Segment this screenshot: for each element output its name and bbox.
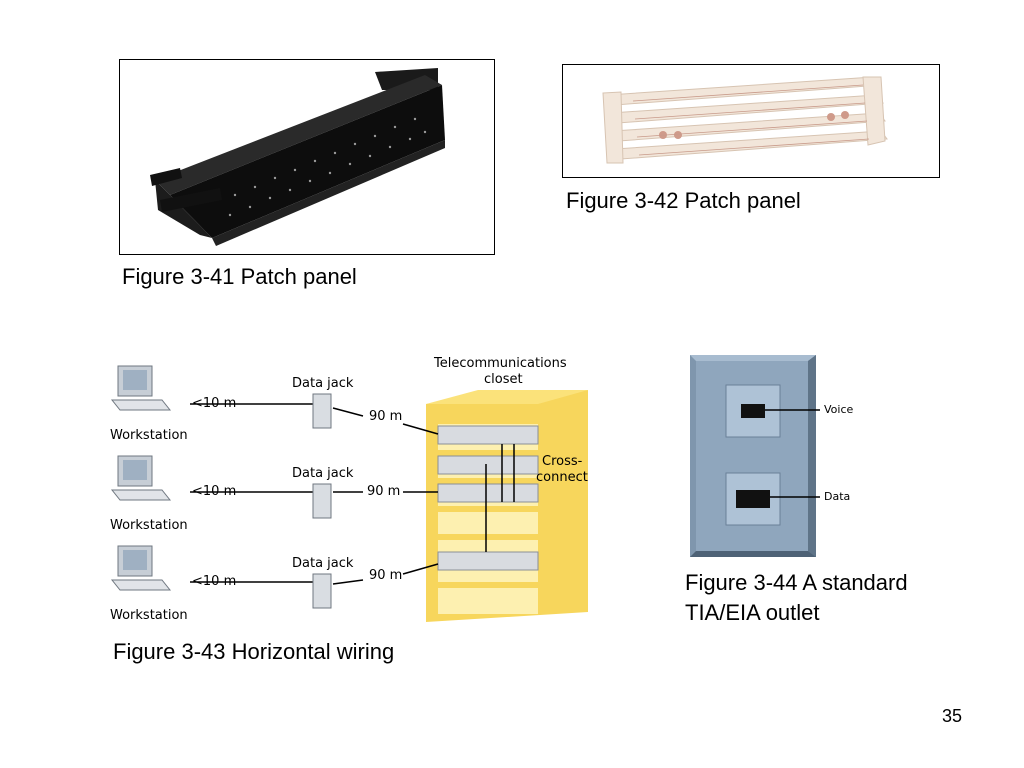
horizontal-wiring-diagram xyxy=(110,365,588,622)
page-number: 35 xyxy=(941,706,962,726)
data-jack-label: Data jack xyxy=(292,466,354,481)
wiring-row-2 xyxy=(110,455,438,519)
short-run-label: <10 m xyxy=(192,396,237,411)
cross-connect-label-line1: Cross- xyxy=(542,454,583,469)
workstation-label: Workstation xyxy=(110,428,188,443)
figure-3-44-caption-line2: TIA/EIA outlet xyxy=(685,600,820,625)
white-patch-panel-illustration xyxy=(602,76,888,164)
data-jack-label: Data jack xyxy=(292,376,354,391)
figure-3-41-caption: Figure 3-41 Patch panel xyxy=(122,264,357,289)
closet-label-line2: closet xyxy=(484,372,523,387)
cross-connect-label-line2: connect xyxy=(536,470,588,485)
long-run-label: 90 m xyxy=(369,568,403,583)
wiring-row-1 xyxy=(110,365,439,435)
voice-jack-label: Voice xyxy=(824,403,854,416)
figure-3-42-caption: Figure 3-42 Patch panel xyxy=(566,188,801,213)
figure-3-43-diagram: Telecommunications closet Cross- connect… xyxy=(108,352,608,628)
figure-3-44-caption-line1: Figure 3-44 A standard xyxy=(685,570,908,595)
telecom-closet-cabinet xyxy=(426,390,588,622)
figure-3-42-image xyxy=(562,64,940,178)
long-run-label: 90 m xyxy=(367,484,401,499)
figure-3-43-caption: Figure 3-43 Horizontal wiring xyxy=(113,639,395,664)
workstation-label: Workstation xyxy=(110,518,188,533)
data-jack-label: Data jack xyxy=(292,556,354,571)
black-patch-panel-illustration xyxy=(150,68,445,246)
short-run-label: <10 m xyxy=(192,484,237,499)
short-run-label: <10 m xyxy=(192,574,237,589)
long-run-label: 90 m xyxy=(369,409,403,424)
figure-3-41-image xyxy=(119,59,495,255)
wiring-row-3 xyxy=(110,545,439,609)
outlet-wall-plate-illustration xyxy=(690,355,820,557)
data-jack-label: Data xyxy=(824,490,851,503)
figure-3-44-diagram: Voice Data xyxy=(690,355,870,559)
workstation-label: Workstation xyxy=(110,608,188,623)
closet-label-line1: Telecommunications xyxy=(434,356,567,371)
